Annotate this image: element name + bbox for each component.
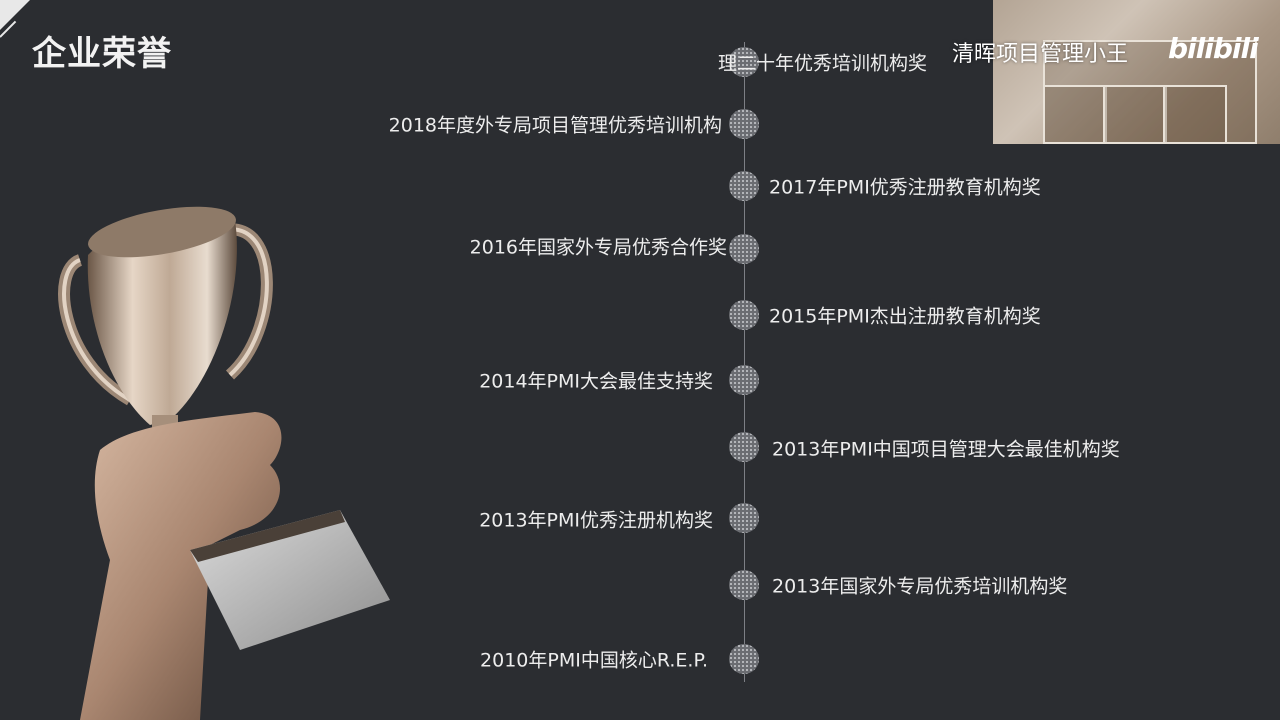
corner-decoration xyxy=(0,0,30,30)
shelf-frame xyxy=(1103,85,1167,144)
timeline-dot xyxy=(729,109,759,139)
timeline-dot xyxy=(729,644,759,674)
shelf-frame xyxy=(1043,40,1257,144)
timeline-dot xyxy=(729,171,759,201)
timeline-item-label: 2010年PMI中国核心R.E.P. xyxy=(480,649,708,672)
timeline-item-label: 2013年国家外专局优秀培训机构奖 xyxy=(772,575,1068,598)
timeline-item-label: 理二十年优秀培训机构奖 xyxy=(718,52,928,75)
timeline-item-label: 2017年PMI优秀注册教育机构奖 xyxy=(769,176,1041,199)
shelf-frame xyxy=(1043,85,1107,144)
bilibili-logo: bilibili xyxy=(1168,32,1259,65)
trophy-in-hand-icon xyxy=(40,200,420,720)
timeline-dot xyxy=(729,570,759,600)
timeline-item-label: 2016年国家外专局优秀合作奖 xyxy=(469,236,727,259)
uploader-watermark: 清晖项目管理小王 xyxy=(952,42,1129,67)
timeline-dot xyxy=(729,300,759,330)
timeline-item-label: 2013年PMI优秀注册机构奖 xyxy=(479,509,713,532)
timeline-item-label: 2014年PMI大会最佳支持奖 xyxy=(479,370,713,393)
timeline-dot xyxy=(729,432,759,462)
timeline-item-label: 2018年度外专局项目管理优秀培训机构 xyxy=(388,114,722,137)
timeline-dot xyxy=(729,503,759,533)
timeline-axis xyxy=(744,42,745,682)
shelf-frame xyxy=(1163,85,1227,144)
timeline-dot xyxy=(729,47,759,77)
timeline-item-label: 2015年PMI杰出注册教育机构奖 xyxy=(769,305,1041,328)
timeline-dot xyxy=(729,234,759,264)
timeline-dot xyxy=(729,365,759,395)
timeline-item-label: 2013年PMI中国项目管理大会最佳机构奖 xyxy=(772,438,1120,461)
page-title: 企业荣誉 xyxy=(32,34,172,74)
video-preview[interactable] xyxy=(993,0,1280,144)
